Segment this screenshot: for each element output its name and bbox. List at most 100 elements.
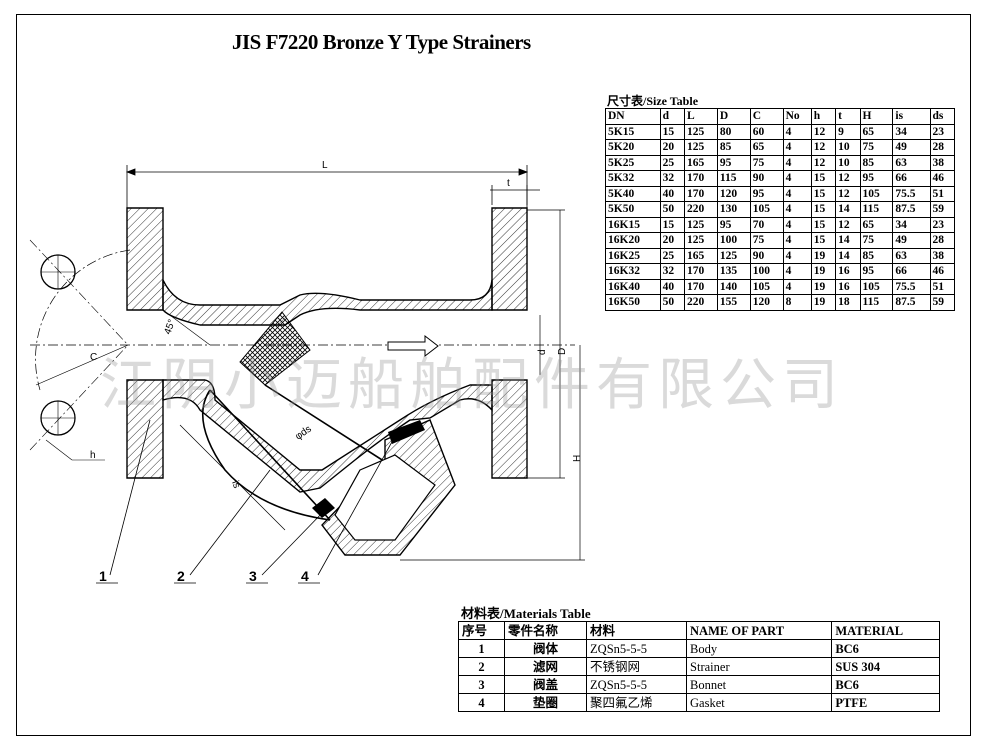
table-cell: 46 — [929, 170, 956, 187]
table-cell: BC6 — [831, 639, 940, 658]
table-cell: BC6 — [831, 675, 940, 694]
table-cell: 3 — [457, 675, 506, 694]
table-cell: 4 — [782, 232, 812, 249]
dimension-is-label: is — [229, 479, 242, 490]
table-cell: 75 — [859, 139, 894, 156]
materials-table-header-cell: 序号 — [457, 621, 506, 640]
drawing-frame — [16, 14, 971, 736]
table-cell: 16K50 — [605, 294, 661, 311]
table-cell: 16K32 — [605, 263, 661, 280]
table-cell: 90 — [749, 170, 784, 187]
materials-table-header-cell: 零件名称 — [504, 621, 588, 640]
dimension-t-label: t — [507, 178, 510, 189]
table-cell: 4 — [782, 185, 812, 202]
size-table-header-cell: ds — [929, 108, 956, 125]
table-cell: Body — [686, 639, 833, 658]
table-cell: 40 — [659, 278, 685, 295]
callout-4: 4 — [301, 568, 309, 584]
table-cell: 19 — [810, 294, 837, 311]
table-cell: 59 — [929, 294, 956, 311]
table-cell: 59 — [929, 201, 956, 218]
table-cell: 95 — [859, 170, 894, 187]
table-cell: 15 — [810, 216, 837, 233]
table-cell: 28 — [929, 139, 956, 156]
table-cell: 85 — [859, 154, 894, 171]
table-cell: 5K40 — [605, 185, 661, 202]
callout-1: 1 — [99, 568, 107, 584]
size-table-header-cell: D — [716, 108, 751, 125]
table-cell: 12 — [835, 170, 861, 187]
dimension-t — [490, 185, 540, 205]
table-cell: 聚四氟乙烯 — [586, 693, 688, 712]
table-cell: 14 — [835, 232, 861, 249]
table-cell: ZQSn5-5-5 — [586, 675, 688, 694]
table-cell: 75.5 — [892, 278, 931, 295]
table-cell: 14 — [835, 247, 861, 264]
size-table-header-cell: h — [810, 108, 837, 125]
table-cell: PTFE — [831, 693, 940, 712]
angle-label: 45° — [162, 318, 178, 336]
table-cell: 23 — [929, 216, 956, 233]
table-cell: 60 — [749, 123, 784, 140]
table-cell: 51 — [929, 278, 956, 295]
table-cell: 32 — [659, 263, 685, 280]
gasket — [312, 420, 425, 518]
table-cell: 49 — [892, 232, 931, 249]
table-cell: 阀体 — [504, 639, 588, 658]
table-cell: 100 — [749, 263, 784, 280]
strainer-mesh — [239, 311, 311, 386]
table-cell: 34 — [892, 123, 931, 140]
table-cell: 170 — [683, 278, 718, 295]
table-cell: 15 — [810, 201, 837, 218]
table-cell: 9 — [835, 123, 861, 140]
table-cell: 66 — [892, 263, 931, 280]
size-table-header-cell: No — [782, 108, 812, 125]
size-table-header-cell: d — [659, 108, 685, 125]
dimension-c-label: C — [90, 352, 97, 363]
dimension-l — [125, 165, 529, 210]
size-table-header-cell: H — [859, 108, 894, 125]
dimension-big-d-label: D — [557, 348, 568, 355]
table-cell: 16 — [835, 278, 861, 295]
table-cell: 170 — [683, 263, 718, 280]
table-cell: 5K25 — [605, 154, 661, 171]
table-cell: 不锈钢网 — [586, 657, 688, 676]
table-cell: 14 — [835, 201, 861, 218]
table-cell: 115 — [716, 170, 751, 187]
dimension-h-label: h — [90, 450, 96, 461]
table-cell: 95 — [716, 154, 751, 171]
table-cell: 5K50 — [605, 201, 661, 218]
table-cell: 4 — [782, 263, 812, 280]
table-cell: 19 — [810, 247, 837, 264]
table-cell: 140 — [716, 278, 751, 295]
table-cell: 4 — [782, 247, 812, 264]
dimension-ds-label: φds — [293, 424, 313, 443]
dimension-d-label: d — [537, 349, 548, 355]
table-cell: 4 — [782, 201, 812, 218]
table-cell: 95 — [749, 185, 784, 202]
table-cell: 51 — [929, 185, 956, 202]
table-cell: 115 — [859, 201, 894, 218]
table-cell: 170 — [683, 170, 718, 187]
table-cell: Bonnet — [686, 675, 833, 694]
table-cell: 15 — [810, 232, 837, 249]
table-cell: 155 — [716, 294, 751, 311]
table-cell: 5K20 — [605, 139, 661, 156]
table-cell: 75 — [749, 154, 784, 171]
table-cell: 12 — [835, 216, 861, 233]
table-cell: 100 — [716, 232, 751, 249]
table-cell: 15 — [810, 170, 837, 187]
table-cell: 70 — [749, 216, 784, 233]
table-cell: 滤网 — [504, 657, 588, 676]
table-cell: 38 — [929, 247, 956, 264]
table-cell: Gasket — [686, 693, 833, 712]
